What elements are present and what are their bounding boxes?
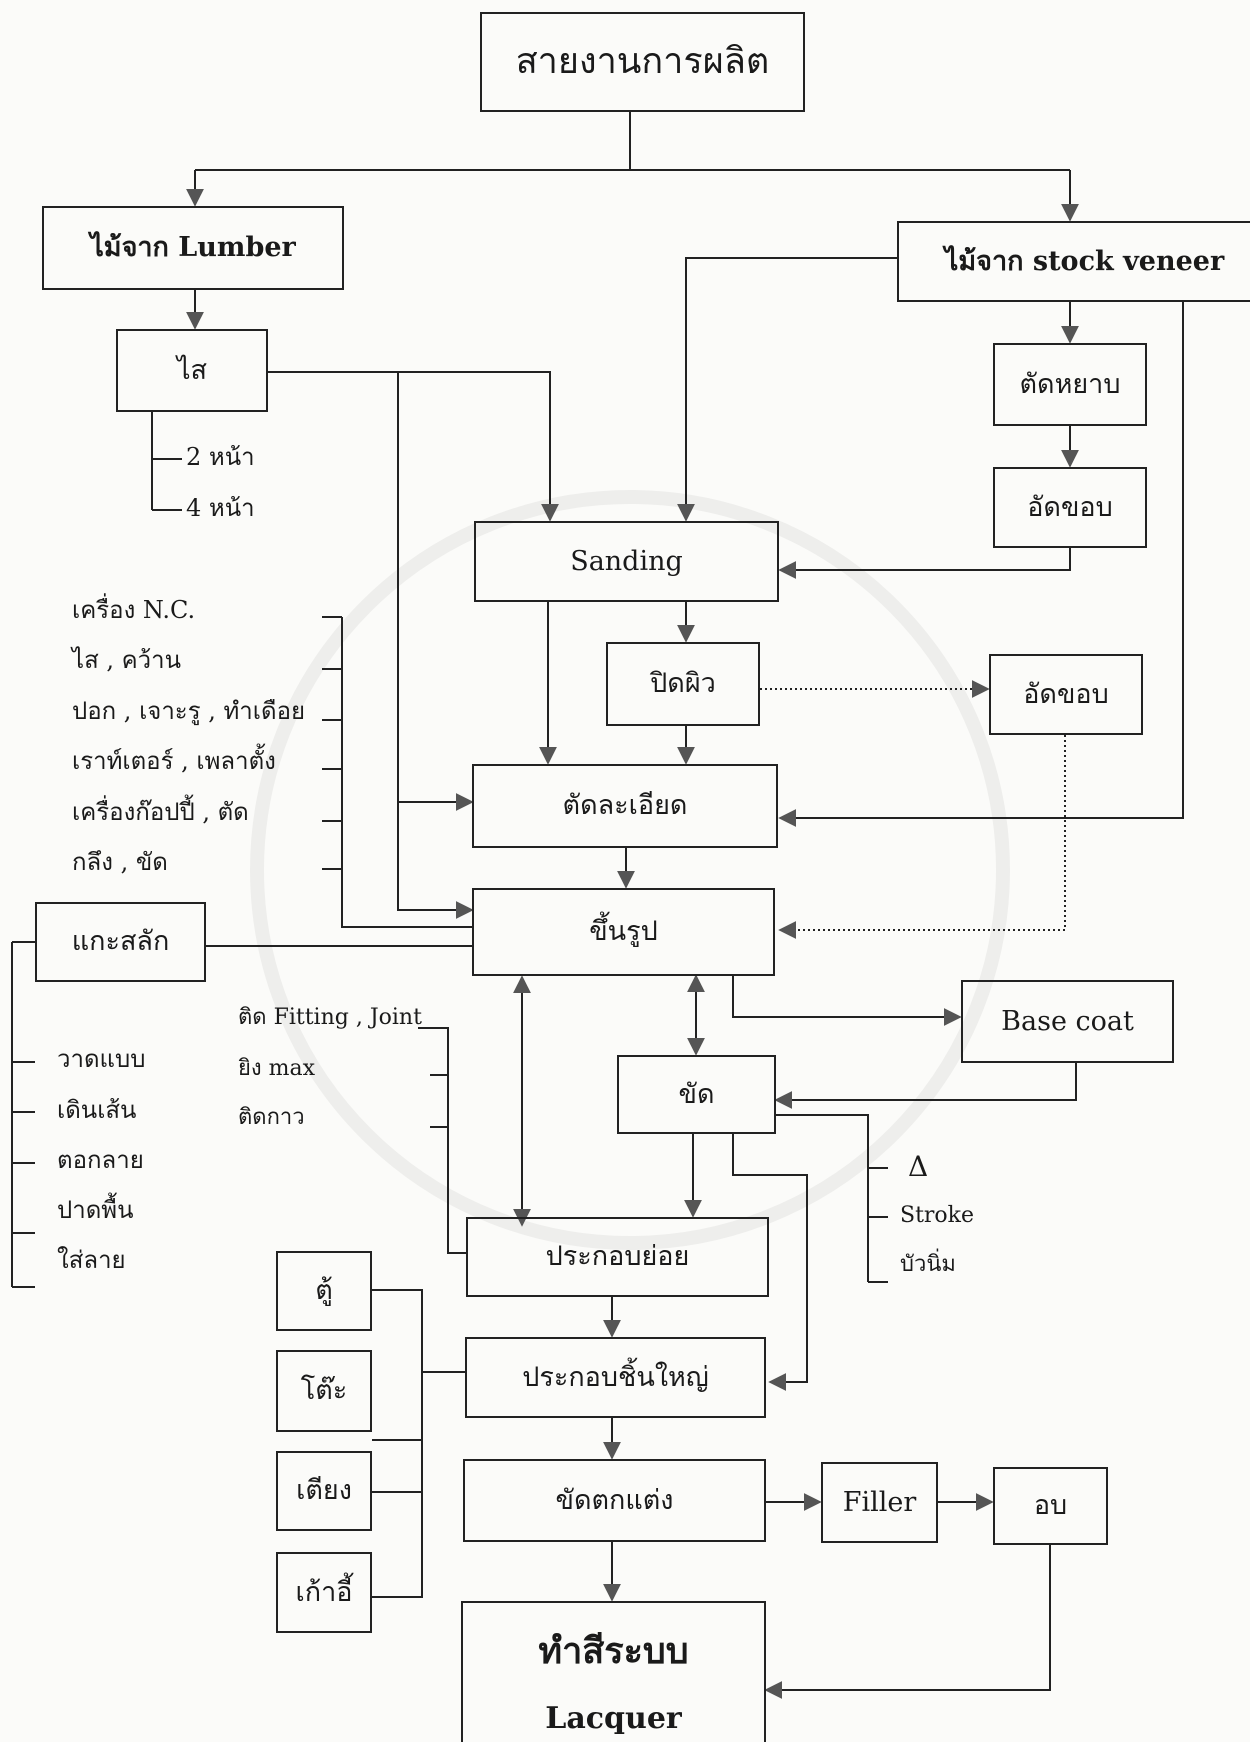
planing-box: ไส xyxy=(116,329,268,412)
machine-item: เครื่องก๊อปปี้ , ตัด xyxy=(72,798,249,826)
bake-box: อบ xyxy=(993,1467,1108,1545)
product-bed-box: เตียง xyxy=(276,1451,372,1531)
finishing-box: ขัดตกแต่ง xyxy=(463,1459,766,1542)
carving-step: วาดแบบ xyxy=(57,1045,146,1073)
surface-lamination-box: ปิดผิว xyxy=(606,642,760,726)
carving-step: ใส่ลาย xyxy=(57,1246,126,1274)
carving-box: แกะสลัก xyxy=(35,902,206,982)
product-table-box: โต๊ะ xyxy=(276,1350,372,1432)
machine-item: เราท์เตอร์ , เพลาตั้ง xyxy=(72,747,276,775)
machine-item: ปอก , เจาะรู , ทำเดือย xyxy=(72,697,306,725)
product-cabinet-box: ตู้ xyxy=(276,1251,372,1331)
polish-method: บัวนิ่ม xyxy=(900,1252,956,1277)
machine-item: ไส , คว้าน xyxy=(72,646,182,674)
carving-step: ปาดพื้น xyxy=(57,1196,134,1224)
plane-option-2-faces: 2 หน้า xyxy=(186,443,255,471)
edge-band-box-1: อัดขอบ xyxy=(993,467,1147,548)
lacquer-box: ทำสีระบบ Lacquer xyxy=(461,1601,766,1742)
fitting-step: ติดกาว xyxy=(238,1105,305,1130)
polish-method: Stroke xyxy=(900,1203,975,1228)
filler-box: Filler xyxy=(821,1462,938,1543)
fitting-step: ยิง max xyxy=(238,1056,316,1081)
lumber-source-box: ไม้จาก Lumber xyxy=(42,206,344,290)
lacquer-line-2: Lacquer xyxy=(545,1701,682,1737)
edge-band-box-2: อัดขอบ xyxy=(989,654,1143,735)
lacquer-line-1: ทำสีระบบ xyxy=(538,1630,689,1672)
plane-option-4-faces: 4 หน้า xyxy=(186,494,255,522)
base-coat-box: Base coat xyxy=(961,980,1174,1063)
veneer-source-box: ไม้จาก stock veneer xyxy=(897,221,1250,302)
fitting-step: ติด Fitting , Joint xyxy=(238,1005,422,1030)
sanding-box: Sanding xyxy=(474,521,779,602)
rough-cut-box: ตัดหยาบ xyxy=(993,343,1147,426)
precision-cut-box: ตัดละเอียด xyxy=(472,764,778,848)
machine-item: เครื่อง N.C. xyxy=(72,596,196,624)
polish-box: ขัด xyxy=(617,1055,776,1134)
shaping-box: ขึ้นรูป xyxy=(472,888,775,976)
polish-method-delta: Δ xyxy=(908,1150,929,1183)
machine-item: กลึง , ขัด xyxy=(72,848,168,876)
carving-step: เดินเส้น xyxy=(57,1096,137,1124)
production-line-title-box: สายงานการผลิต xyxy=(480,12,805,112)
sub-assembly-box: ประกอบย่อย xyxy=(466,1217,769,1297)
main-assembly-box: ประกอบชิ้นใหญ่ xyxy=(465,1337,766,1418)
carving-step: ตอกลาย xyxy=(57,1146,144,1174)
product-chair-box: เก้าอี้ xyxy=(276,1552,372,1633)
